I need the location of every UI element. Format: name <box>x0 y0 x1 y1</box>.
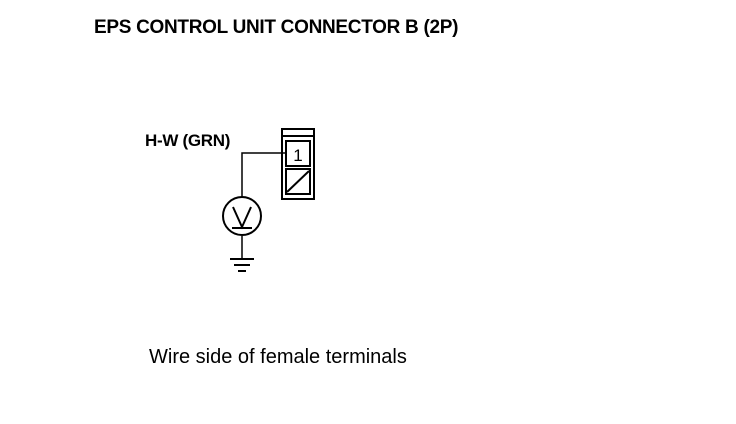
terminal-1-number: 1 <box>293 146 302 165</box>
terminal-2-cavity <box>285 168 311 195</box>
voltmeter-v-symbol <box>232 206 252 230</box>
wire-label: H-W (GRN) <box>145 131 231 150</box>
connector-housing <box>281 128 315 200</box>
probe-wire <box>241 152 286 258</box>
voltmeter-icon <box>222 196 262 236</box>
connector <box>281 128 315 200</box>
diagram-title: EPS CONTROL UNIT CONNECTOR B (2P) <box>94 17 459 38</box>
ground-icon <box>230 258 254 272</box>
terminal-2-unused-mark <box>286 170 310 193</box>
caption: Wire side of female terminals <box>149 346 407 368</box>
